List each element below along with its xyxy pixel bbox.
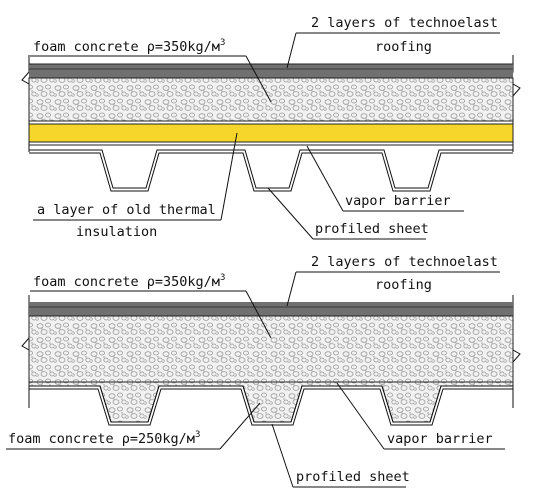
sheet-leader [267,187,314,240]
profiled-sheet-bottom [29,385,513,423]
roofing-label-line2: roofing [375,39,432,55]
insulation-leader [220,132,238,221]
vapor-leader [306,145,344,212]
foam-leader-bottom [245,290,272,339]
vapor-leader-bottom [336,382,385,450]
old-insulation-layer [28,123,514,143]
roofing-label-line1-bottom: 2 layers of technoelast [311,254,498,270]
roofing-layer [29,64,513,78]
vapor-label-bottom: vapor barrier [387,431,493,447]
insulation-label-line2: insulation [76,224,157,240]
top-section: 2 layers of technoelast roofing foam con… [21,15,521,240]
insulation-label-line1: a layer of old thermal [37,202,216,218]
foam-fill-leader [219,402,261,450]
roofing-leader [286,32,297,69]
roofing-label-line1: 2 layers of technoelast [311,15,498,31]
bottom-section: 2 layers of technoelast roofing foam con… [6,254,521,488]
roofing-label-line2-bottom: roofing [375,277,432,293]
foam-leader [245,55,272,103]
foam-label: foam concrete ρ=350kg/м3 [33,38,225,55]
sheet-label-bottom: profiled sheet [296,469,410,485]
profiled-sheet-inner [29,152,513,192]
roofing-leader-bottom [286,271,297,307]
foam-fill-label: foam concrete ρ=250kg/м3 [8,430,200,447]
roofing-layer-bottom [29,302,513,316]
vapor-label: vapor barrier [345,193,451,209]
foam-concrete-fill-bottom [28,315,514,423]
foam-label-bottom: foam concrete ρ=350kg/м3 [33,273,225,290]
profiled-sheet [29,149,513,189]
sheet-label: profiled sheet [315,221,429,237]
sheet-leader-bottom [271,423,294,488]
foam-concrete-layer [28,77,514,122]
